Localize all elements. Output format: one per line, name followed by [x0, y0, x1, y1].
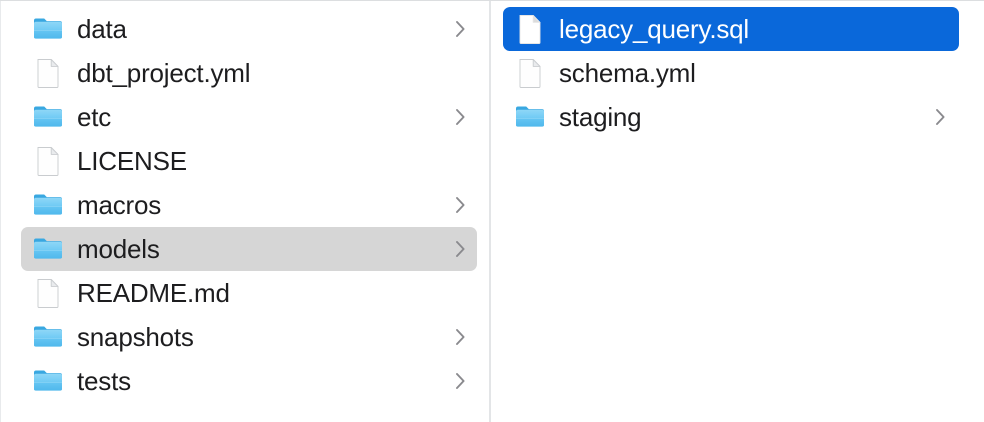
folder-row[interactable]: data: [21, 7, 477, 51]
file-document-icon: [33, 56, 63, 90]
chevron-right-icon: [453, 238, 467, 260]
chevron-right-icon: [453, 370, 467, 392]
folder-icon: [33, 12, 63, 46]
item-label: macros: [77, 190, 162, 220]
folder-icon: [33, 364, 63, 398]
item-label: README.md: [77, 278, 230, 308]
item-label: LICENSE: [77, 146, 187, 176]
item-label: legacy_query.sql: [559, 14, 749, 44]
folder-row[interactable]: snapshots: [21, 315, 477, 359]
item-label: schema.yml: [559, 58, 696, 88]
finder-column-child[interactable]: legacy_query.sql schema.yml staging: [491, 1, 982, 422]
item-label: etc: [77, 102, 112, 132]
file-document-icon: [515, 56, 545, 90]
chevron-right-icon: [453, 326, 467, 348]
folder-row[interactable]: models: [21, 227, 477, 271]
chevron-right-icon: [453, 194, 467, 216]
folder-row[interactable]: tests: [21, 359, 477, 403]
chevron-right-icon: [453, 106, 467, 128]
chevron-right-icon: [453, 18, 467, 40]
folder-row[interactable]: staging: [503, 95, 959, 139]
file-row[interactable]: LICENSE: [21, 139, 477, 183]
folder-icon: [515, 100, 545, 134]
item-label: staging: [559, 102, 642, 132]
file-document-icon: [515, 12, 545, 46]
folder-icon: [33, 188, 63, 222]
file-row[interactable]: README.md: [21, 271, 477, 315]
folder-icon: [33, 100, 63, 134]
file-row[interactable]: legacy_query.sql: [503, 7, 959, 51]
item-label: data: [77, 14, 127, 44]
file-row[interactable]: schema.yml: [503, 51, 959, 95]
item-label: tests: [77, 366, 131, 396]
folder-row[interactable]: macros: [21, 183, 477, 227]
item-label: dbt_project.yml: [77, 58, 251, 88]
file-document-icon: [33, 276, 63, 310]
item-label: snapshots: [77, 322, 194, 352]
chevron-right-icon: [933, 106, 947, 128]
folder-icon: [33, 320, 63, 354]
folder-row[interactable]: etc: [21, 95, 477, 139]
item-label: models: [77, 234, 160, 264]
folder-icon: [33, 232, 63, 266]
file-row[interactable]: dbt_project.yml: [21, 51, 477, 95]
file-document-icon: [33, 144, 63, 178]
